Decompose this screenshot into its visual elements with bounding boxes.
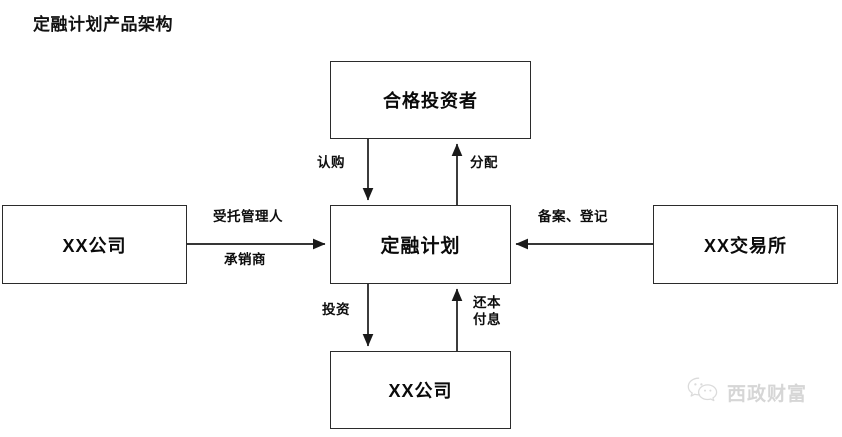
- node-label: XX公司: [388, 381, 453, 401]
- watermark-text: 西政财富: [727, 384, 808, 405]
- node-qualified-investors[interactable]: 合格投资者: [330, 61, 531, 139]
- edge-label-underwriter: 承销商: [224, 252, 266, 267]
- edge-label-invest: 投资: [322, 302, 350, 317]
- edge-label-trustee: 受托管理人: [213, 209, 283, 224]
- node-label: 定融计划: [380, 236, 461, 257]
- node-label: 合格投资者: [383, 91, 478, 111]
- node-financing-plan[interactable]: 定融计划: [330, 205, 511, 284]
- watermark: 西政财富: [686, 376, 807, 409]
- edge-label-repay: 还本付息: [473, 295, 501, 327]
- wechat-icon: [686, 376, 720, 409]
- node-exchange[interactable]: XX交易所: [653, 205, 838, 284]
- page-title: 定融计划产品架构: [33, 15, 173, 34]
- edge-label-subscribe: 认购: [317, 155, 345, 170]
- node-label: XX交易所: [703, 235, 787, 256]
- node-company-bottom[interactable]: XX公司: [330, 351, 511, 429]
- node-company-left[interactable]: XX公司: [2, 205, 187, 284]
- node-label: XX公司: [62, 235, 127, 256]
- edge-label-distribute: 分配: [470, 155, 498, 170]
- edge-label-filing: 备案、登记: [538, 209, 608, 224]
